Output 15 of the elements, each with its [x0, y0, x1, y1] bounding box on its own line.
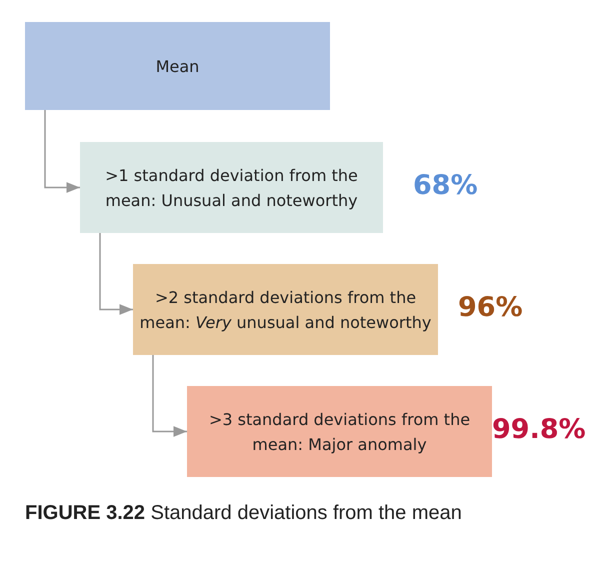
- box-text: >3 standard deviations from the mean: Major anomaly: [208, 408, 472, 456]
- process-box: [187, 386, 492, 477]
- percentage-label: 99.8%: [492, 414, 586, 444]
- box-text: >2 standard deviations from the mean: Very unusual and noteworthy: [138, 286, 432, 334]
- box-text: >1 standard deviation from the mean: Unusual and noteworthy: [104, 164, 359, 212]
- percentage-label: 96%: [458, 292, 523, 322]
- process-box: [80, 142, 383, 233]
- box-text: Mean: [156, 56, 200, 78]
- figure-caption: FIGURE 3.22 Standard deviations from the mean: [25, 501, 463, 526]
- arrow: [44, 110, 80, 193]
- process-box: [25, 22, 330, 110]
- arrow: [152, 355, 187, 437]
- arrow: [99, 233, 133, 315]
- percentage-label: 68%: [413, 170, 478, 200]
- process-box: [133, 264, 438, 355]
